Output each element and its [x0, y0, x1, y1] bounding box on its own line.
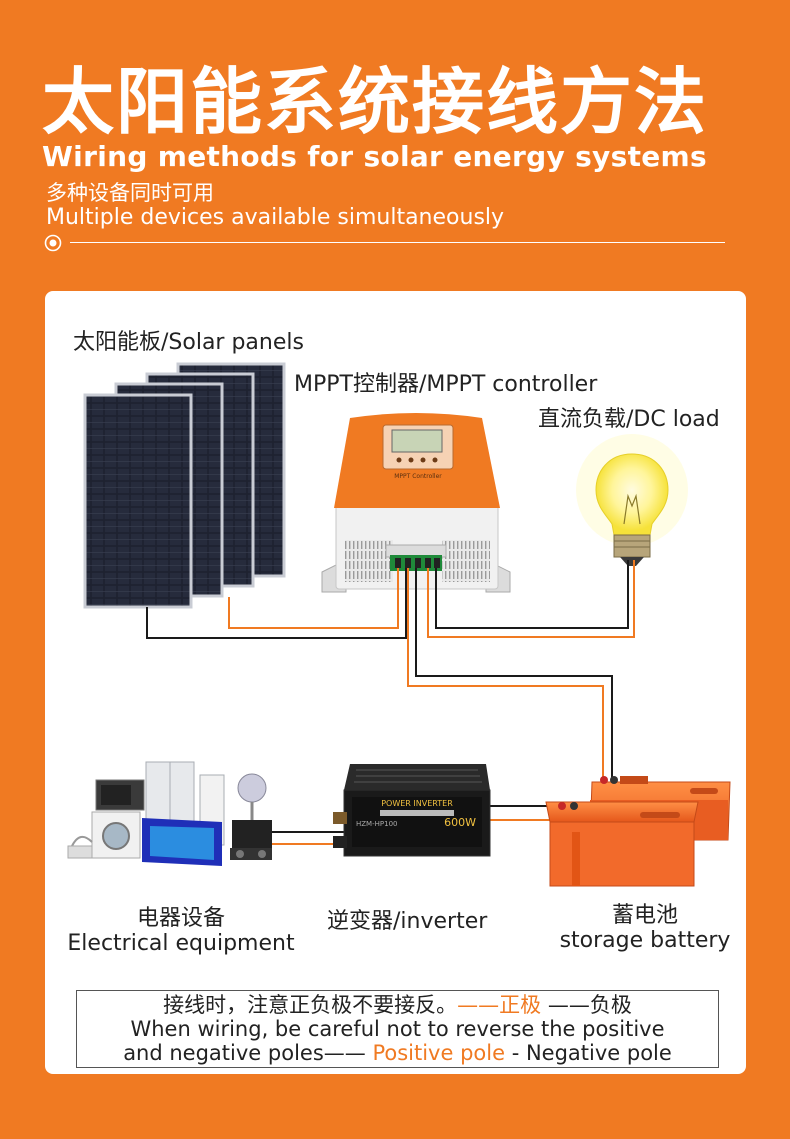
- note-zh-text: 接线时，注意正负极不要接反。: [163, 993, 457, 1017]
- inverter-brand: POWER INVERTER: [381, 799, 453, 808]
- note-en-positive: Positive pole: [372, 1041, 505, 1065]
- battery-image: [546, 776, 730, 886]
- note-zh-negative: ——负极: [541, 993, 632, 1017]
- solar-panels-label: 太阳能板/Solar panels: [73, 330, 304, 356]
- note-zh-positive: ——正极: [457, 993, 541, 1017]
- note-en-negative: - Negative pole: [505, 1041, 672, 1065]
- battery-label-en: storage battery: [550, 928, 740, 954]
- dc-load-label: 直流负载/DC load: [538, 407, 720, 433]
- light-bulb-icon: [576, 434, 688, 566]
- inverter-label: 逆变器/inverter: [327, 909, 487, 935]
- inverter-model: HZM-HP100: [356, 820, 397, 828]
- appliances-label-en: Electrical equipment: [56, 931, 306, 957]
- appliances-image: [68, 762, 272, 866]
- note-en-line1: When wiring, be careful not to reverse t…: [77, 1017, 718, 1041]
- battery-label-zh: 蓄电池: [550, 903, 740, 929]
- solar-panels-image: [85, 364, 284, 607]
- inverter-power: 600W: [444, 816, 476, 829]
- appliances-label-zh: 电器设备: [56, 906, 306, 932]
- mppt-controller-image: MPPT Controller: [322, 413, 510, 592]
- inverter-image: POWER INVERTER HZM-HP100 600W: [333, 764, 490, 856]
- note-en-line2: and negative poles——: [123, 1041, 372, 1065]
- controller-label: MPPT控制器/MPPT controller: [294, 372, 597, 398]
- battery-negative-wire: [416, 568, 612, 782]
- polarity-note: 接线时，注意正负极不要接反。——正极 ——负极 When wiring, be …: [76, 990, 719, 1068]
- controller-badge: MPPT Controller: [394, 473, 442, 480]
